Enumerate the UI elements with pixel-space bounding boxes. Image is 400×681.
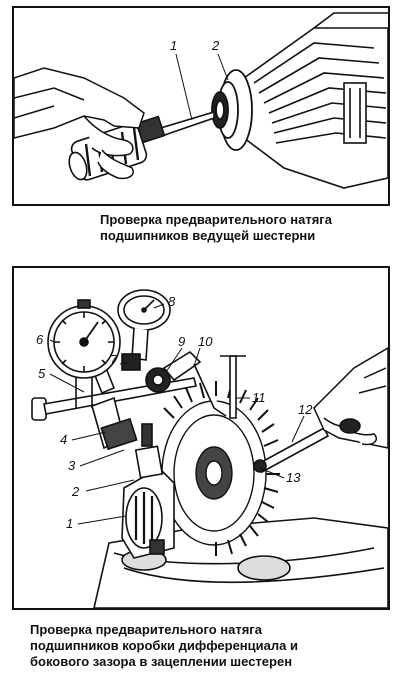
callout-1: 1 — [170, 38, 177, 53]
bearing-flange — [211, 69, 253, 151]
drive-housing — [243, 12, 388, 189]
callout-2: 2 — [71, 484, 80, 499]
differential-check-illustration: 1 2 3 4 5 6 7 8 9 10 11 12 13 — [31, 289, 388, 608]
technician-hand — [14, 67, 145, 180]
indicator-clamp — [121, 350, 202, 393]
caption-pinion-bearing-preload: Проверка предварительного натяга подшипн… — [100, 212, 390, 244]
caption-line: бокового зазора в зацеплении шестерен — [30, 654, 293, 669]
callout-11: 11 — [252, 390, 266, 405]
technician-hand — [313, 347, 388, 449]
callout-6: 6 — [36, 332, 44, 347]
figure-differential-preload-backlash: 1 2 3 4 5 6 7 8 9 10 11 12 13 — [12, 266, 390, 610]
callout-9: 9 — [178, 334, 185, 349]
callout-8: 8 — [168, 294, 176, 309]
callout-7: 7 — [110, 352, 118, 367]
figure-pinion-bearing-preload: 1 2 — [12, 6, 390, 206]
caption-line: подшипников ведущей шестерни — [100, 228, 316, 243]
caption-line: Проверка предварительного натяга — [30, 622, 262, 637]
caption-differential-preload-backlash: Проверка предварительного натяга подшипн… — [30, 622, 390, 670]
adjuster-nut — [134, 423, 164, 479]
callout-2: 2 — [211, 38, 220, 53]
torque-wrench — [253, 426, 330, 474]
caption-line: подшипников коробки дифференциала и — [30, 638, 298, 653]
caption-line: Проверка предварительного натяга — [100, 212, 332, 227]
callout-5: 5 — [38, 366, 46, 381]
guide-rod — [193, 355, 246, 419]
ring-gear — [161, 381, 281, 556]
callout-4: 4 — [60, 432, 67, 447]
callout-10: 10 — [198, 334, 213, 349]
dial-indicator-left — [47, 299, 121, 408]
callout-1: 1 — [66, 516, 73, 531]
bearing-cap — [121, 467, 175, 559]
dial-indicator-top — [117, 289, 171, 361]
callout-12: 12 — [298, 402, 313, 417]
callout-3: 3 — [68, 458, 76, 473]
callout-13: 13 — [286, 470, 301, 485]
pinion-preload-illustration: 1 2 — [14, 12, 388, 189]
